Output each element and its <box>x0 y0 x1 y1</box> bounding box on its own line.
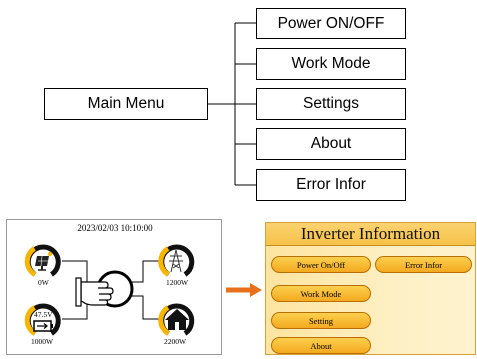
inverter-info-title: Inverter Information <box>266 223 475 246</box>
work-mode-button[interactable]: Work Mode <box>271 285 371 302</box>
menu-item-about: About <box>256 128 406 160</box>
house-icon <box>165 309 189 330</box>
pv-value: 0W <box>38 278 50 287</box>
menu-item-settings: Settings <box>256 88 406 120</box>
menu-item-error-infor: Error Infor <box>256 169 406 201</box>
grid-value: 1200W <box>166 278 189 287</box>
menu-item-power-label: Power ON/OFF <box>277 14 385 32</box>
menu-item-error-infor-label: Error Infor <box>296 176 366 193</box>
solar-panel-icon <box>35 251 53 271</box>
about-button[interactable]: About <box>271 337 371 354</box>
power-tower-icon <box>169 249 183 273</box>
menu-item-about-label: About <box>310 135 352 152</box>
setting-button[interactable]: Setting <box>271 312 371 329</box>
hand-pointer-icon <box>75 277 114 307</box>
pv-gauge <box>24 244 61 277</box>
main-menu-box: Main Menu <box>44 88 208 120</box>
menu-item-work-mode: Work Mode <box>256 48 406 80</box>
battery-gauge <box>24 303 61 336</box>
datetime-text: 2023/02/03 10:10:00 <box>77 223 153 233</box>
load-value: 2200W <box>164 337 187 346</box>
arrow-right-icon <box>226 283 262 297</box>
power-on-off-button[interactable]: Power On/Off <box>271 256 371 273</box>
battery-value: 1000W <box>31 337 54 346</box>
menu-item-power: Power ON/OFF <box>256 8 406 39</box>
battery-icon <box>33 320 53 332</box>
battery-voltage: 47.5V <box>34 310 53 319</box>
menu-item-work-mode-label: Work Mode <box>291 55 371 72</box>
menu-tree-connectors <box>208 22 256 186</box>
load-gauge <box>158 303 195 336</box>
grid-gauge <box>158 244 195 277</box>
inverter-info-screen: Inverter Information Power On/Off Error … <box>265 222 476 355</box>
error-infor-button[interactable]: Error Infor <box>375 256 472 273</box>
menu-item-settings-label: Settings <box>302 95 359 112</box>
home-screen: 2023/02/03 10:10:00 <box>6 219 222 355</box>
main-menu-label: Main Menu <box>87 95 165 112</box>
